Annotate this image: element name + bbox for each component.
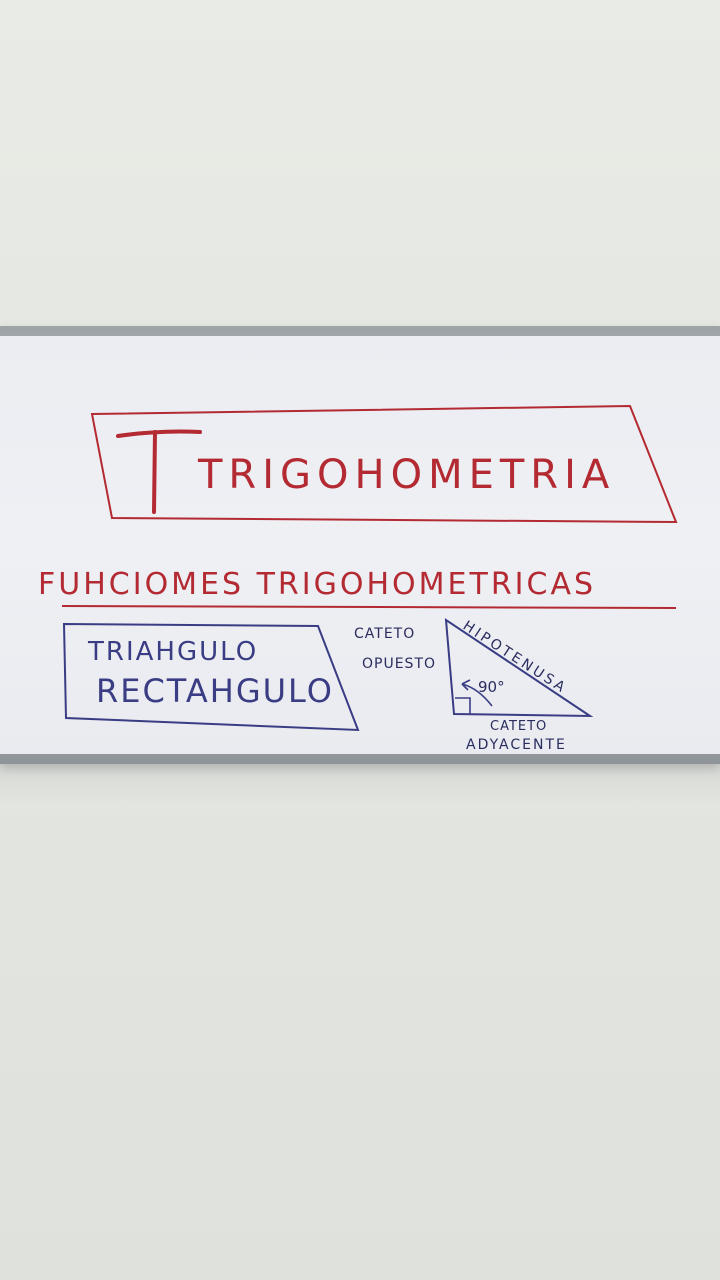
angle-label: 90°: [478, 678, 505, 696]
subtitle-underline: [61, 605, 677, 609]
hypotenuse-label: HIPOTENUSA: [460, 618, 570, 697]
adjacent-label-1: CATETO: [490, 719, 547, 734]
title-box: [90, 404, 678, 524]
opposite-label-1: CATETO: [354, 626, 415, 642]
opposite-label-2: OPUESTO: [362, 656, 436, 672]
box-line-1: TRIAHGULO: [87, 637, 258, 667]
title-text: TRIGOHOMETRIA: [197, 452, 615, 498]
angle-arrow-head: [461, 679, 471, 691]
whiteboard-writing: TRIGOHOMETRIA FUHCIOMES TRIGOHOMETRICAS …: [38, 404, 678, 753]
adjacent-label-2: ADYACENTE: [466, 737, 567, 753]
board-shadow: [0, 764, 720, 804]
angle-arrow: [461, 683, 493, 707]
box-line-2: RECTAHGULO: [96, 672, 334, 710]
right-triangle: [444, 618, 594, 718]
subtitle-text: FUHCIOMES TRIGOHOMETRICAS: [38, 567, 596, 602]
title-big-t: [116, 429, 202, 514]
right-angle-mark: [455, 697, 471, 714]
triangle-type-box: [62, 622, 360, 732]
